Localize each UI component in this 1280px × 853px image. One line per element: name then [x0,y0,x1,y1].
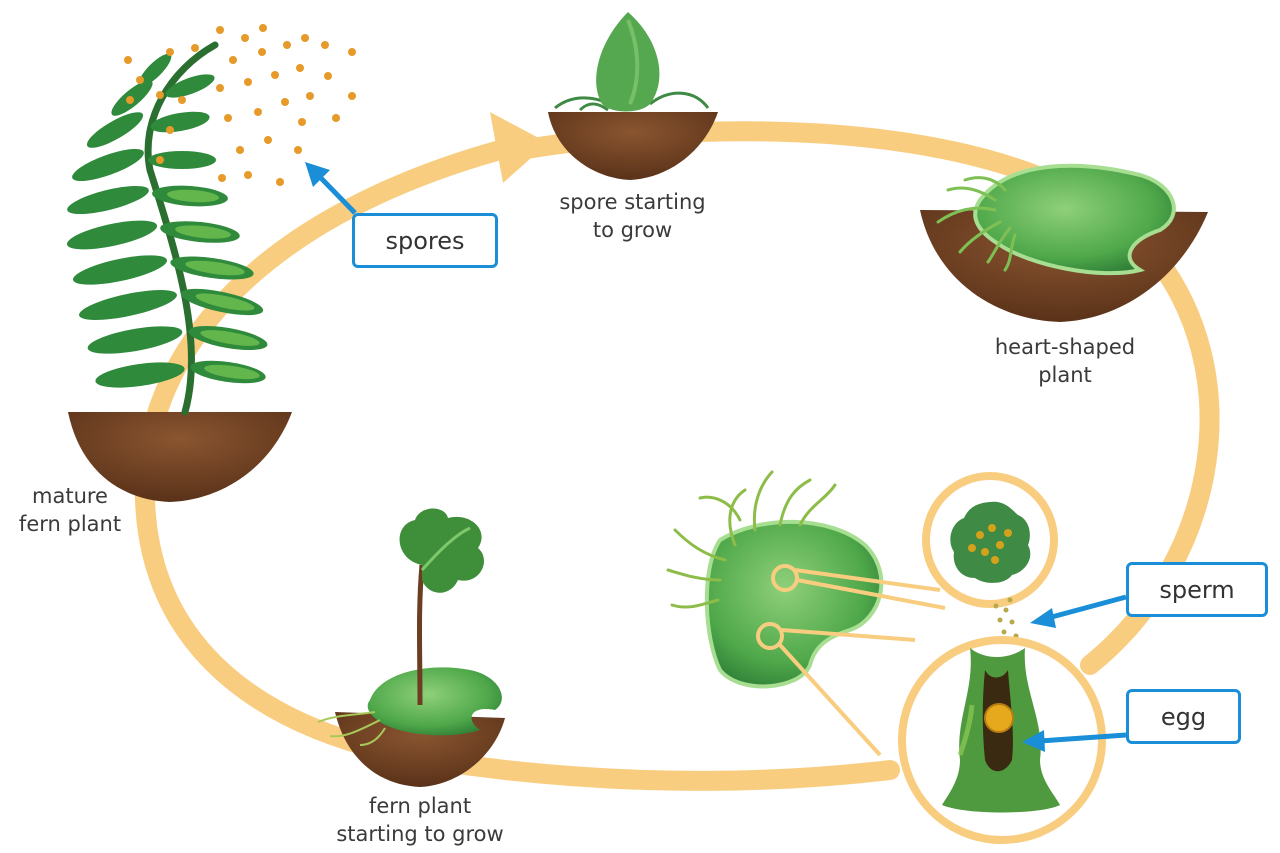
label-heart-line: heart-shaped plant [994,335,1136,387]
spore-growing-plant [548,12,718,180]
callout-spores: spores [352,213,498,268]
label-fern-line: fern plant starting to grow [336,794,504,846]
callout-arrows [305,162,1127,752]
egg-organ-closeup [898,636,1106,844]
label-mature-fern-plant: mature fern plant [5,482,135,538]
young-fern-plant [317,508,505,787]
mature-fern-plant [66,41,292,502]
label-mature-line: mature fern plant [18,484,122,536]
sperm-organ-closeup [922,472,1058,639]
heart-shaped-plant [920,163,1208,322]
label-spore-line: spore starting to grow [559,190,706,242]
callout-egg: egg [1126,689,1241,744]
label-heart-shaped-plant: heart-shaped plant [980,333,1150,389]
label-spore-starting-to-grow: spore starting to grow [545,188,720,244]
callout-sperm: sperm [1126,562,1268,617]
cycle-arrowhead [490,112,548,183]
gametophyte-with-organs [666,470,946,757]
spore-cloud [216,24,356,186]
label-fern-plant-starting-to-grow: fern plant starting to grow [330,792,510,848]
